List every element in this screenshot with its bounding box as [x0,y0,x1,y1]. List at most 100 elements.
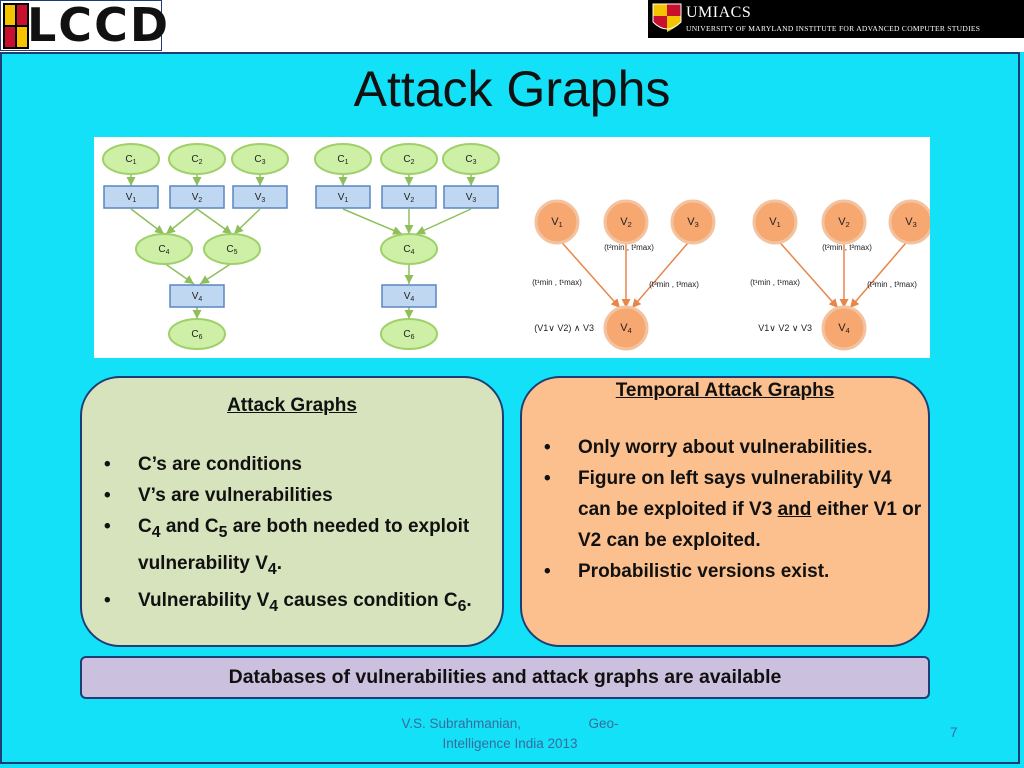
condition-label: C4 [158,244,169,256]
condition-node [168,143,226,175]
footer-credit: V.S. Subrahmanian, Geo- Intelligence Ind… [360,714,660,754]
maryland-flag-icon [3,3,29,49]
vulnerability-node [381,185,437,209]
temporal-rule-label: (V1∨ V2) ∧ V3 [534,323,594,333]
list-item: Probabilistic versions exist. [544,556,928,587]
lccd-logo-text: LCCD [27,0,171,52]
edge-arrow [165,208,198,235]
edge-arrow [631,236,694,309]
edge-arrow [196,208,233,235]
condition-label: C2 [403,154,414,166]
attack-graphs-box: Attack Graphs C’s are conditions V’s are… [80,376,504,647]
condition-label: C3 [465,154,476,166]
vulnerability-node [103,185,159,209]
slide-title: Attack Graphs [353,61,671,117]
temporal-node [534,199,580,245]
condition-label: C5 [226,244,237,256]
vulnerability-node [169,185,225,209]
list-item: Vulnerability V4 causes condition C6. [104,585,502,622]
condition-node [168,318,226,350]
vulnerability-label: V2 [404,192,415,204]
temporal-label: V4 [838,322,850,335]
edge-time-label: (t²min , t²max) [822,243,872,252]
temporal-label: V2 [620,216,632,229]
edge-time-label: (t²min , t²max) [604,243,654,252]
condition-label: C2 [191,154,202,166]
edge-time-label: (t¹min , t¹max) [750,278,800,287]
vulnerability-node [169,284,225,308]
condition-node [135,233,193,265]
vulnerability-label: V4 [404,291,415,303]
edge-arrow [849,236,912,309]
temporal-rule-label: V1∨ V2 ∨ V3 [758,323,812,333]
condition-label: C3 [254,154,265,166]
temporal-node [821,199,867,245]
vulnerability-node [232,185,288,209]
condition-label: C1 [337,154,348,166]
umiacs-subtitle: UNIVERSITY OF MARYLAND INSTITUTE FOR ADV… [686,24,981,33]
vulnerability-node [443,185,499,209]
attack-graphs-list: C’s are conditions V’s are vulnerabiliti… [82,449,502,621]
page-number: 7 [950,725,958,740]
list-item: Figure on left says vulnerability V4 can… [544,463,928,556]
list-item: C’s are conditions [104,449,502,480]
temporal-node [603,199,649,245]
edge-time-label: (t³min , t³max) [649,280,699,289]
condition-label: C6 [191,329,202,341]
edge-arrow [415,208,472,235]
footer-line-2: Intelligence India 2013 [442,736,578,751]
condition-node [380,318,438,350]
lccd-logo: LCCD [0,0,168,52]
temporal-attack-graphs-list: Only worry about vulnerabilities. Figure… [522,432,928,587]
temporal-label: V3 [905,216,917,229]
footer-line-1: V.S. Subrahmanian, Geo- [401,716,619,731]
condition-node [231,143,289,175]
vulnerability-label: V2 [192,192,203,204]
temporal-node [821,305,867,351]
vulnerability-label: V1 [126,192,137,204]
umiacs-logo: UMIACS UNIVERSITY OF MARYLAND INSTITUTE … [648,0,1024,38]
edge-arrow [199,262,233,285]
condition-label: C1 [125,154,136,166]
edge-time-label: (t³min , t³max) [867,280,917,289]
maryland-shield-icon [652,3,682,32]
databases-banner: Databases of vulnerabilities and attack … [80,656,930,699]
edge-arrow [130,208,165,235]
vulnerability-label: V3 [255,192,266,204]
temporal-attack-graphs-heading: Temporal Attack Graphs [615,380,835,401]
slide-frame [0,52,1020,764]
edge-arrow [233,208,261,235]
edge-arrow [342,208,403,235]
edge-arrow [774,236,839,309]
temporal-attack-graphs-box: Temporal Attack Graphs Only worry about … [520,376,930,647]
edge-arrow [163,262,195,285]
vulnerability-label: V4 [192,291,203,303]
condition-node [314,143,372,175]
condition-node [442,143,500,175]
condition-node [102,143,160,175]
umiacs-name: UMIACS [686,4,752,21]
temporal-node [603,305,649,351]
list-item: C4 and C5 are both needed to exploit vul… [104,511,502,585]
temporal-label: V1 [769,216,781,229]
temporal-node [752,199,798,245]
temporal-node [670,199,716,245]
vulnerability-label: V1 [338,192,349,204]
condition-label: C6 [403,329,414,341]
condition-node [380,233,438,265]
temporal-label: V3 [687,216,699,229]
edge-time-label: (t¹min , t¹max) [532,278,582,287]
header-bar: LCCD UMIACS UNIVERSITY OF MARYLAND INSTI… [0,0,1024,52]
list-item: Only worry about vulnerabilities. [544,432,928,463]
temporal-label: V2 [838,216,850,229]
vulnerability-node [381,284,437,308]
condition-node [203,233,261,265]
temporal-label: V1 [551,216,563,229]
vulnerability-label: V3 [466,192,477,204]
condition-label: C4 [403,244,414,256]
list-item: V’s are vulnerabilities [104,480,502,511]
condition-node [380,143,438,175]
edge-arrow [556,236,621,309]
